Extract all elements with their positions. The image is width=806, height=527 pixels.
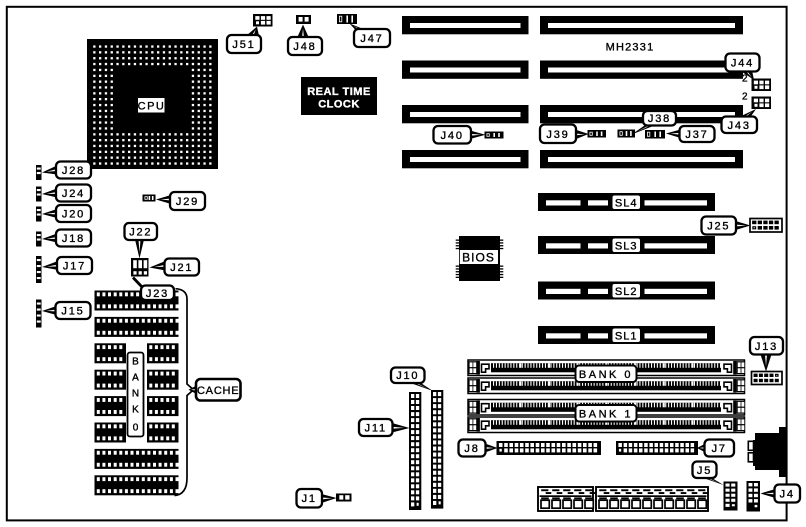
svg-text:J21: J21 [170, 262, 193, 274]
svg-text:J4: J4 [780, 489, 795, 501]
svg-text:2: 2 [742, 92, 748, 103]
svg-text:J8: J8 [464, 443, 479, 455]
svg-text:SL2: SL2 [615, 286, 638, 298]
svg-text:J10: J10 [396, 370, 419, 382]
svg-text:BANK 0: BANK 0 [579, 369, 633, 381]
svg-text:J15: J15 [61, 306, 84, 318]
svg-text:J24: J24 [62, 188, 85, 200]
svg-text:J51: J51 [232, 39, 255, 51]
svg-text:J18: J18 [62, 233, 85, 245]
svg-text:0: 0 [133, 423, 139, 434]
svg-text:J22: J22 [129, 227, 152, 239]
svg-text:B: B [132, 357, 139, 368]
svg-text:J5: J5 [697, 465, 712, 477]
svg-text:SL3: SL3 [615, 241, 638, 253]
svg-text:2: 2 [742, 74, 748, 85]
svg-text:J1: J1 [302, 493, 317, 505]
svg-text:J38: J38 [648, 113, 671, 125]
svg-text:J17: J17 [63, 261, 86, 273]
svg-text:J23: J23 [146, 288, 169, 300]
svg-text:J40: J40 [441, 130, 464, 142]
svg-text:MH2331: MH2331 [606, 42, 655, 54]
svg-text:CACHE: CACHE [197, 385, 240, 397]
svg-text:J44: J44 [731, 58, 754, 70]
svg-text:J20: J20 [62, 209, 85, 221]
svg-text:J43: J43 [728, 120, 751, 132]
svg-text:J29: J29 [176, 196, 199, 208]
svg-text:J48: J48 [293, 41, 316, 53]
svg-text:J39: J39 [546, 129, 569, 141]
svg-text:CLOCK: CLOCK [318, 99, 360, 111]
svg-text:SL1: SL1 [615, 331, 638, 343]
svg-text:J37: J37 [685, 129, 708, 141]
svg-text:REAL TIME: REAL TIME [307, 86, 371, 98]
svg-text:N: N [132, 389, 139, 400]
svg-text:J7: J7 [712, 443, 727, 455]
svg-text:J13: J13 [755, 341, 778, 353]
svg-text:A: A [132, 373, 139, 384]
svg-text:J47: J47 [360, 33, 383, 45]
svg-text:K: K [132, 405, 139, 416]
svg-text:J28: J28 [62, 165, 85, 177]
svg-text:CPU: CPU [138, 101, 166, 113]
svg-text:BIOS: BIOS [462, 250, 495, 264]
svg-text:J25: J25 [707, 221, 730, 233]
svg-text:J11: J11 [365, 423, 387, 435]
svg-text:BANK 1: BANK 1 [579, 409, 633, 421]
svg-text:SL4: SL4 [615, 198, 638, 210]
